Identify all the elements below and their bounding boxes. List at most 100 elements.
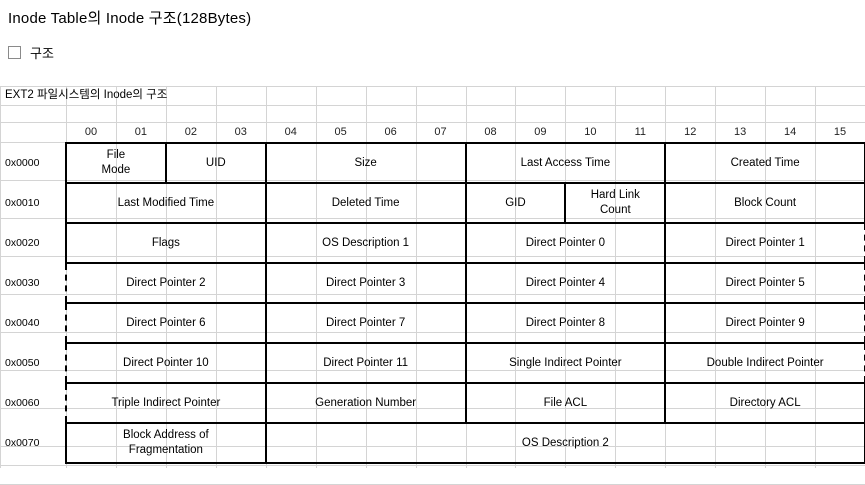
field-direct-pointer-6: Direct Pointer 6	[65, 302, 267, 344]
field-single-indirect-pointer: Single Indirect Pointer	[464, 342, 667, 384]
column-header-06: 06	[384, 125, 397, 138]
empty-cell	[765, 105, 815, 122]
empty-cell	[416, 105, 466, 122]
column-header-13: 13	[734, 125, 747, 138]
row-offset-label: 0x0060	[5, 396, 40, 409]
empty-cell	[565, 105, 615, 122]
row-offset-label: 0x0000	[5, 156, 40, 169]
field-direct-pointer-1: Direct Pointer 1	[664, 222, 865, 264]
field-flags: Flags	[65, 222, 267, 264]
empty-cell	[715, 86, 765, 105]
empty-cell	[815, 86, 865, 105]
field-direct-pointer-3: Direct Pointer 3	[264, 262, 467, 304]
column-header-14: 14	[783, 125, 797, 138]
field-file-acl: File ACL	[464, 382, 667, 424]
field-last-access-time: Last Access Time	[464, 142, 667, 184]
empty-cell	[665, 105, 715, 122]
column-header-11: 11	[634, 125, 646, 138]
empty-cell	[565, 86, 615, 105]
row-offset-label: 0x0020	[5, 236, 40, 249]
table-title: EXT2 파일시스템의 Inode의 구조	[5, 89, 168, 101]
empty-cell	[515, 86, 565, 105]
column-header-01: 01	[134, 125, 148, 138]
field-deleted-time: Deleted Time	[264, 182, 467, 224]
field-direct-pointer-2: Direct Pointer 2	[65, 262, 267, 304]
empty-cell	[266, 86, 316, 105]
field-block-count: Block Count	[664, 182, 865, 224]
row-offset-label: 0x0030	[5, 276, 40, 289]
empty-cell	[615, 105, 665, 122]
empty-cell	[416, 86, 466, 105]
column-header-12: 12	[684, 125, 697, 138]
field-uid: UID	[164, 142, 267, 184]
field-generation-number: Generation Number	[264, 382, 467, 424]
column-header-00: 00	[84, 125, 98, 138]
column-header-03: 03	[234, 125, 247, 138]
row-offset-label: 0x0040	[5, 316, 40, 329]
row-offset-label: 0x0070	[5, 436, 40, 449]
column-header-04: 04	[284, 125, 297, 138]
empty-cell	[116, 105, 166, 122]
page-title: Inode Table의 Inode 구조(128Bytes)	[8, 10, 252, 27]
empty-cell	[166, 105, 216, 122]
field-os-description-1: OS Description 1	[264, 222, 467, 264]
section-heading-label: 구조	[30, 46, 54, 61]
field-double-indirect-pointer: Double Indirect Pointer	[664, 342, 865, 384]
field-gid: GID	[464, 182, 567, 224]
field-direct-pointer-4: Direct Pointer 4	[464, 262, 667, 304]
empty-cell	[515, 105, 565, 122]
empty-cell	[615, 86, 665, 105]
row-offset-label: 0x0050	[5, 356, 40, 369]
field-os-description-2: OS Description 2	[264, 422, 865, 464]
field-directory-acl: Directory ACL	[664, 382, 865, 424]
offset-header	[0, 122, 66, 143]
column-header-08: 08	[484, 125, 497, 138]
field-direct-pointer-11: Direct Pointer 11	[264, 342, 467, 384]
column-header-10: 10	[584, 125, 597, 138]
empty-cell	[366, 105, 416, 122]
empty-cell	[466, 86, 516, 105]
field-direct-pointer-9: Direct Pointer 9	[664, 302, 865, 344]
empty-cell	[466, 105, 516, 122]
column-header-09: 09	[534, 125, 547, 138]
field-triple-indirect-pointer: Triple Indirect Pointer	[65, 382, 267, 424]
field-direct-pointer-10: Direct Pointer 10	[65, 342, 267, 384]
empty-cell	[665, 86, 715, 105]
column-header-07: 07	[434, 125, 447, 138]
empty-cell	[715, 105, 765, 122]
field-direct-pointer-7: Direct Pointer 7	[264, 302, 467, 344]
field-last-modified-time: Last Modified Time	[65, 182, 267, 224]
field-direct-pointer-0: Direct Pointer 0	[464, 222, 667, 264]
section-heading: 구조	[8, 44, 54, 64]
empty-cell	[316, 86, 366, 105]
field-created-time: Created Time	[664, 142, 865, 184]
empty-cell	[216, 105, 266, 122]
column-header-02: 02	[184, 125, 197, 138]
empty-cell	[66, 105, 116, 122]
empty-cell	[765, 86, 815, 105]
empty-square-icon	[8, 46, 21, 59]
empty-cell	[266, 105, 316, 122]
row-offset-label: 0x0010	[5, 196, 40, 209]
empty-cell	[815, 105, 865, 122]
field-direct-pointer-8: Direct Pointer 8	[464, 302, 667, 344]
column-header-15: 15	[833, 125, 847, 138]
field-size: Size	[264, 142, 467, 184]
table-title-row: EXT2 파일시스템의 Inode의 구조	[0, 86, 865, 105]
empty-cell	[366, 86, 416, 105]
empty-cell	[316, 105, 366, 122]
